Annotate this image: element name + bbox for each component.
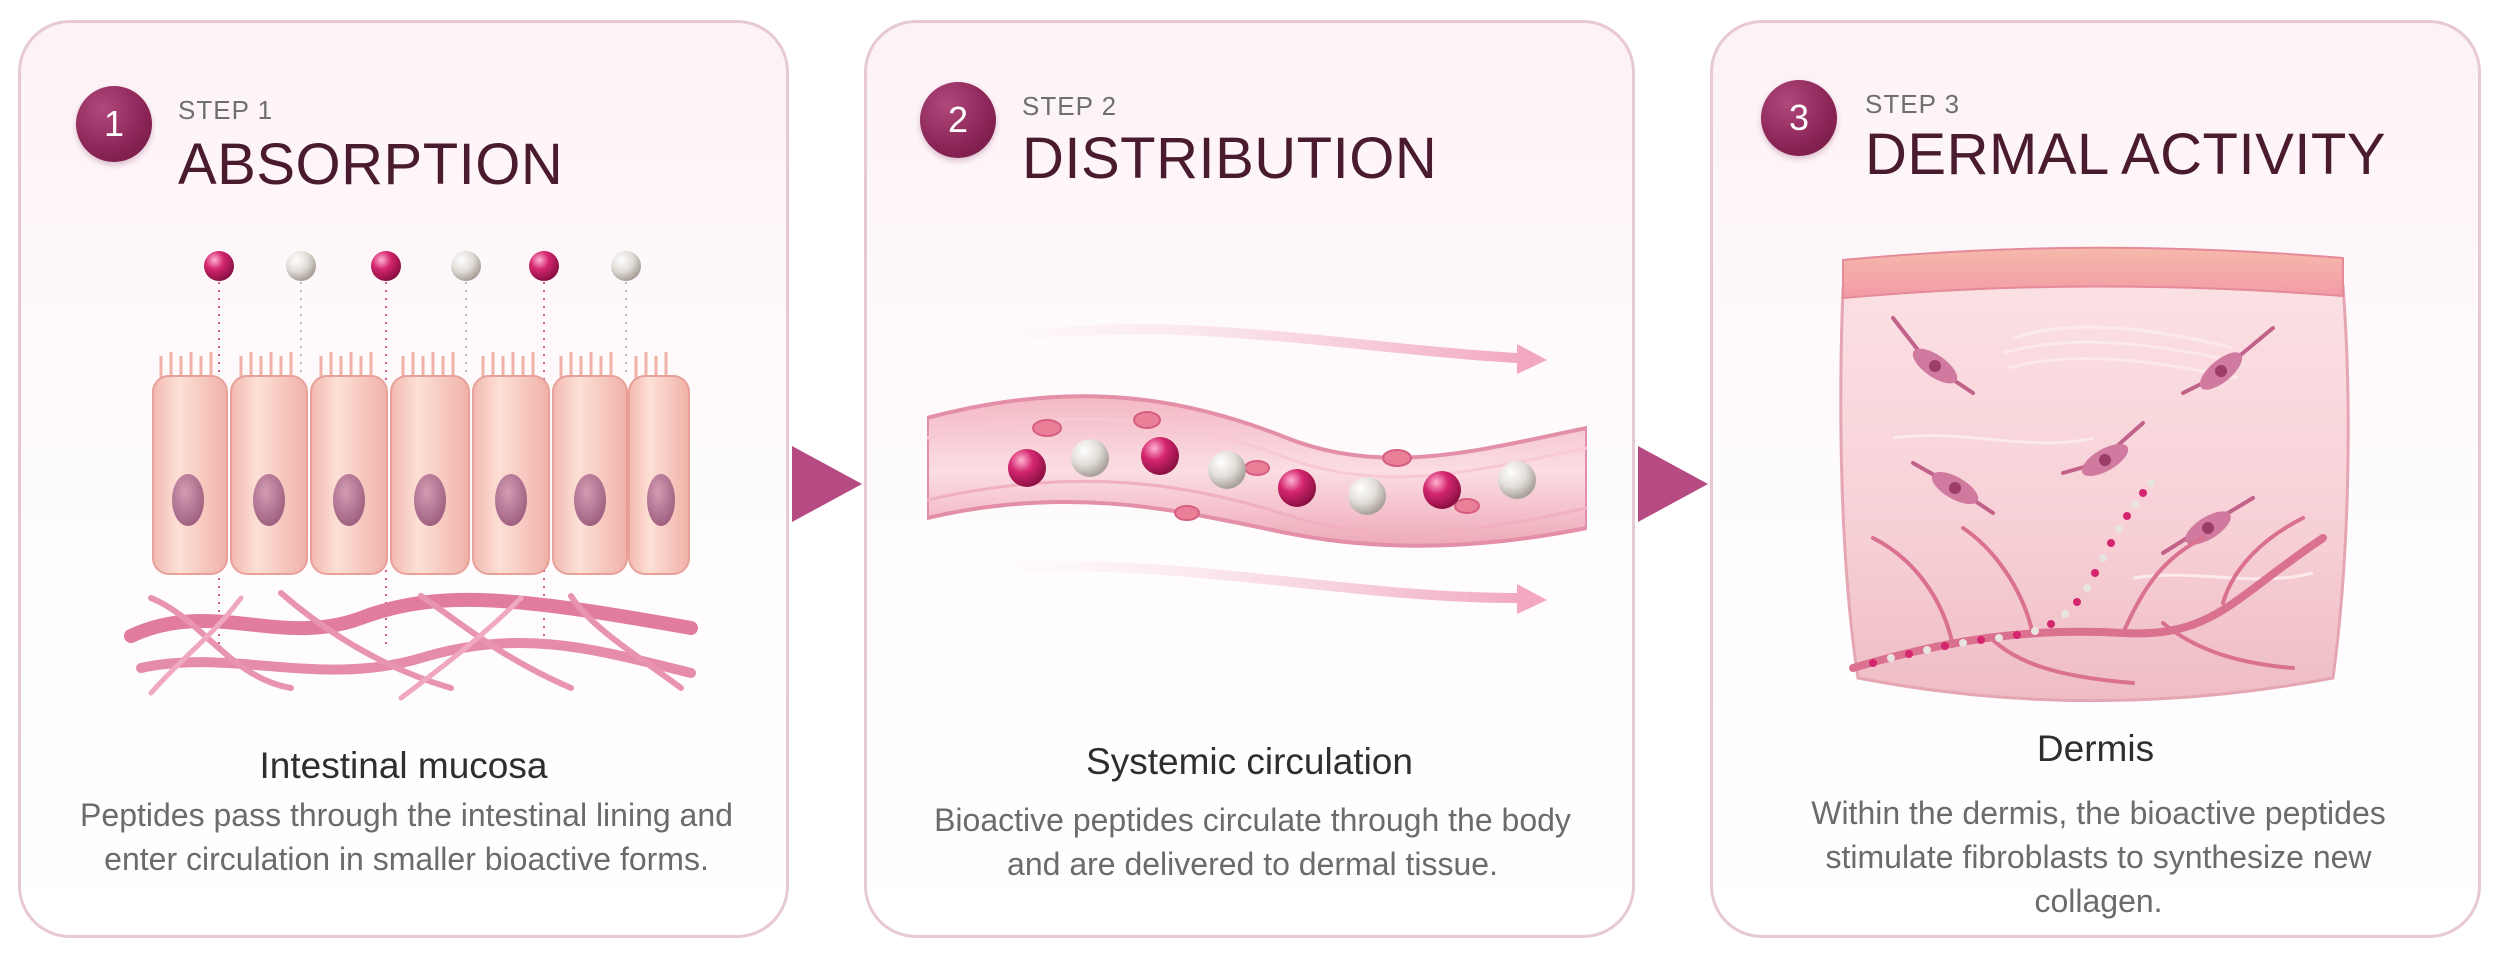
fibroblasts <box>1891 316 2275 555</box>
step-card-dermal-activity: 3 STEP 3 DERMAL ACTIVITY <box>1710 20 2481 938</box>
caption-text: Within the dermis, the bioactive peptide… <box>1811 795 2386 919</box>
flow-direction-arrows <box>1002 324 1522 603</box>
caption-title: Systemic circulation <box>1086 741 1413 782</box>
step-number-badge: 2 <box>920 82 996 158</box>
step-number-badge: 3 <box>1761 80 1837 156</box>
cell-nuclei <box>172 474 675 526</box>
step-number-badge: 1 <box>76 86 152 162</box>
microvilli <box>159 352 668 378</box>
caption-text: Bioactive peptides circulate through the… <box>934 802 1571 882</box>
step-label: STEP 2 <box>1022 91 1118 121</box>
epithelial-cells <box>152 375 690 575</box>
epidermis-layer <box>1842 246 2344 300</box>
peptide-row <box>204 251 641 281</box>
step-number: 2 <box>947 99 969 140</box>
step-card-distribution: 2 STEP 2 DISTRIBUTION <box>864 20 1635 938</box>
flow-arrowheads <box>1517 344 1547 614</box>
collagen-fibers <box>1892 325 2314 581</box>
intestinal-mucosa-illustration <box>124 251 698 701</box>
red-blood-cells <box>1032 411 1480 521</box>
caption-text: Peptides pass through the intestinal lin… <box>80 797 733 877</box>
circulating-peptides <box>1008 437 1536 515</box>
step-title: DERMAL ACTIVITY <box>1865 122 2387 187</box>
step-label: STEP 1 <box>178 95 274 125</box>
peptide-trails <box>218 266 627 648</box>
dermal-capillaries <box>1849 516 2327 685</box>
step-title: DISTRIBUTION <box>1022 126 1438 191</box>
caption-title: Dermis <box>2036 728 2155 769</box>
flow-arrow-icon <box>1638 446 1708 522</box>
dermis-tissue-block <box>1839 274 2350 702</box>
caption-title: Intestinal mucosa <box>259 745 548 786</box>
step-card-absorption: 1 STEP 1 ABSORPTION <box>18 20 789 938</box>
step-title: ABSORPTION <box>178 132 564 197</box>
flow-arrow-icon <box>792 446 862 522</box>
blood-vessel-illustration <box>927 324 1587 614</box>
dermis-illustration <box>1839 246 2350 702</box>
peptide-trail <box>1869 479 2155 667</box>
capillary-network <box>124 590 698 701</box>
step-number: 1 <box>103 103 125 144</box>
step-number: 3 <box>1788 97 1810 138</box>
step-label: STEP 3 <box>1865 89 1961 119</box>
